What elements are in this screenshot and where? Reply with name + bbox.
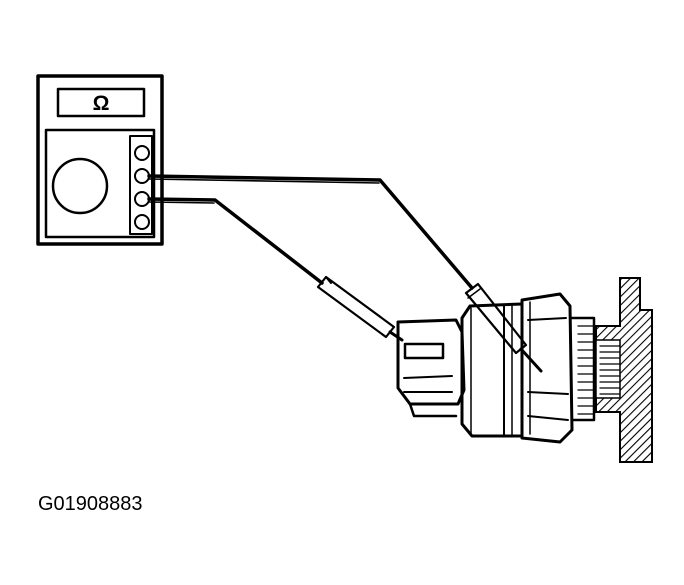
ohmmeter-display xyxy=(56,87,146,118)
test-leads xyxy=(147,174,543,373)
upper-test-lead-wire xyxy=(147,174,474,290)
thread-lines xyxy=(577,325,595,415)
threaded-neck xyxy=(570,316,596,422)
ohmmeter-panel xyxy=(44,128,156,239)
figure-id-label: G01908883 xyxy=(38,493,143,515)
jack-2 xyxy=(134,168,150,184)
ohmmeter: Ω xyxy=(36,74,164,246)
connector-latch xyxy=(403,342,445,360)
lower-probe xyxy=(316,275,404,342)
ohmmeter-housing xyxy=(36,74,164,246)
jack-1 xyxy=(134,145,150,161)
selector-dial xyxy=(51,157,109,215)
ohm-symbol: Ω xyxy=(93,92,110,115)
lower-test-lead-wire xyxy=(147,197,324,285)
jack-panel xyxy=(129,135,153,235)
pressure-switch-assembly xyxy=(396,277,653,463)
hex-nut xyxy=(520,292,574,444)
mounting-wall xyxy=(595,277,653,463)
jack-4 xyxy=(134,214,150,230)
upper-probe xyxy=(464,282,543,373)
jack-3 xyxy=(134,191,150,207)
